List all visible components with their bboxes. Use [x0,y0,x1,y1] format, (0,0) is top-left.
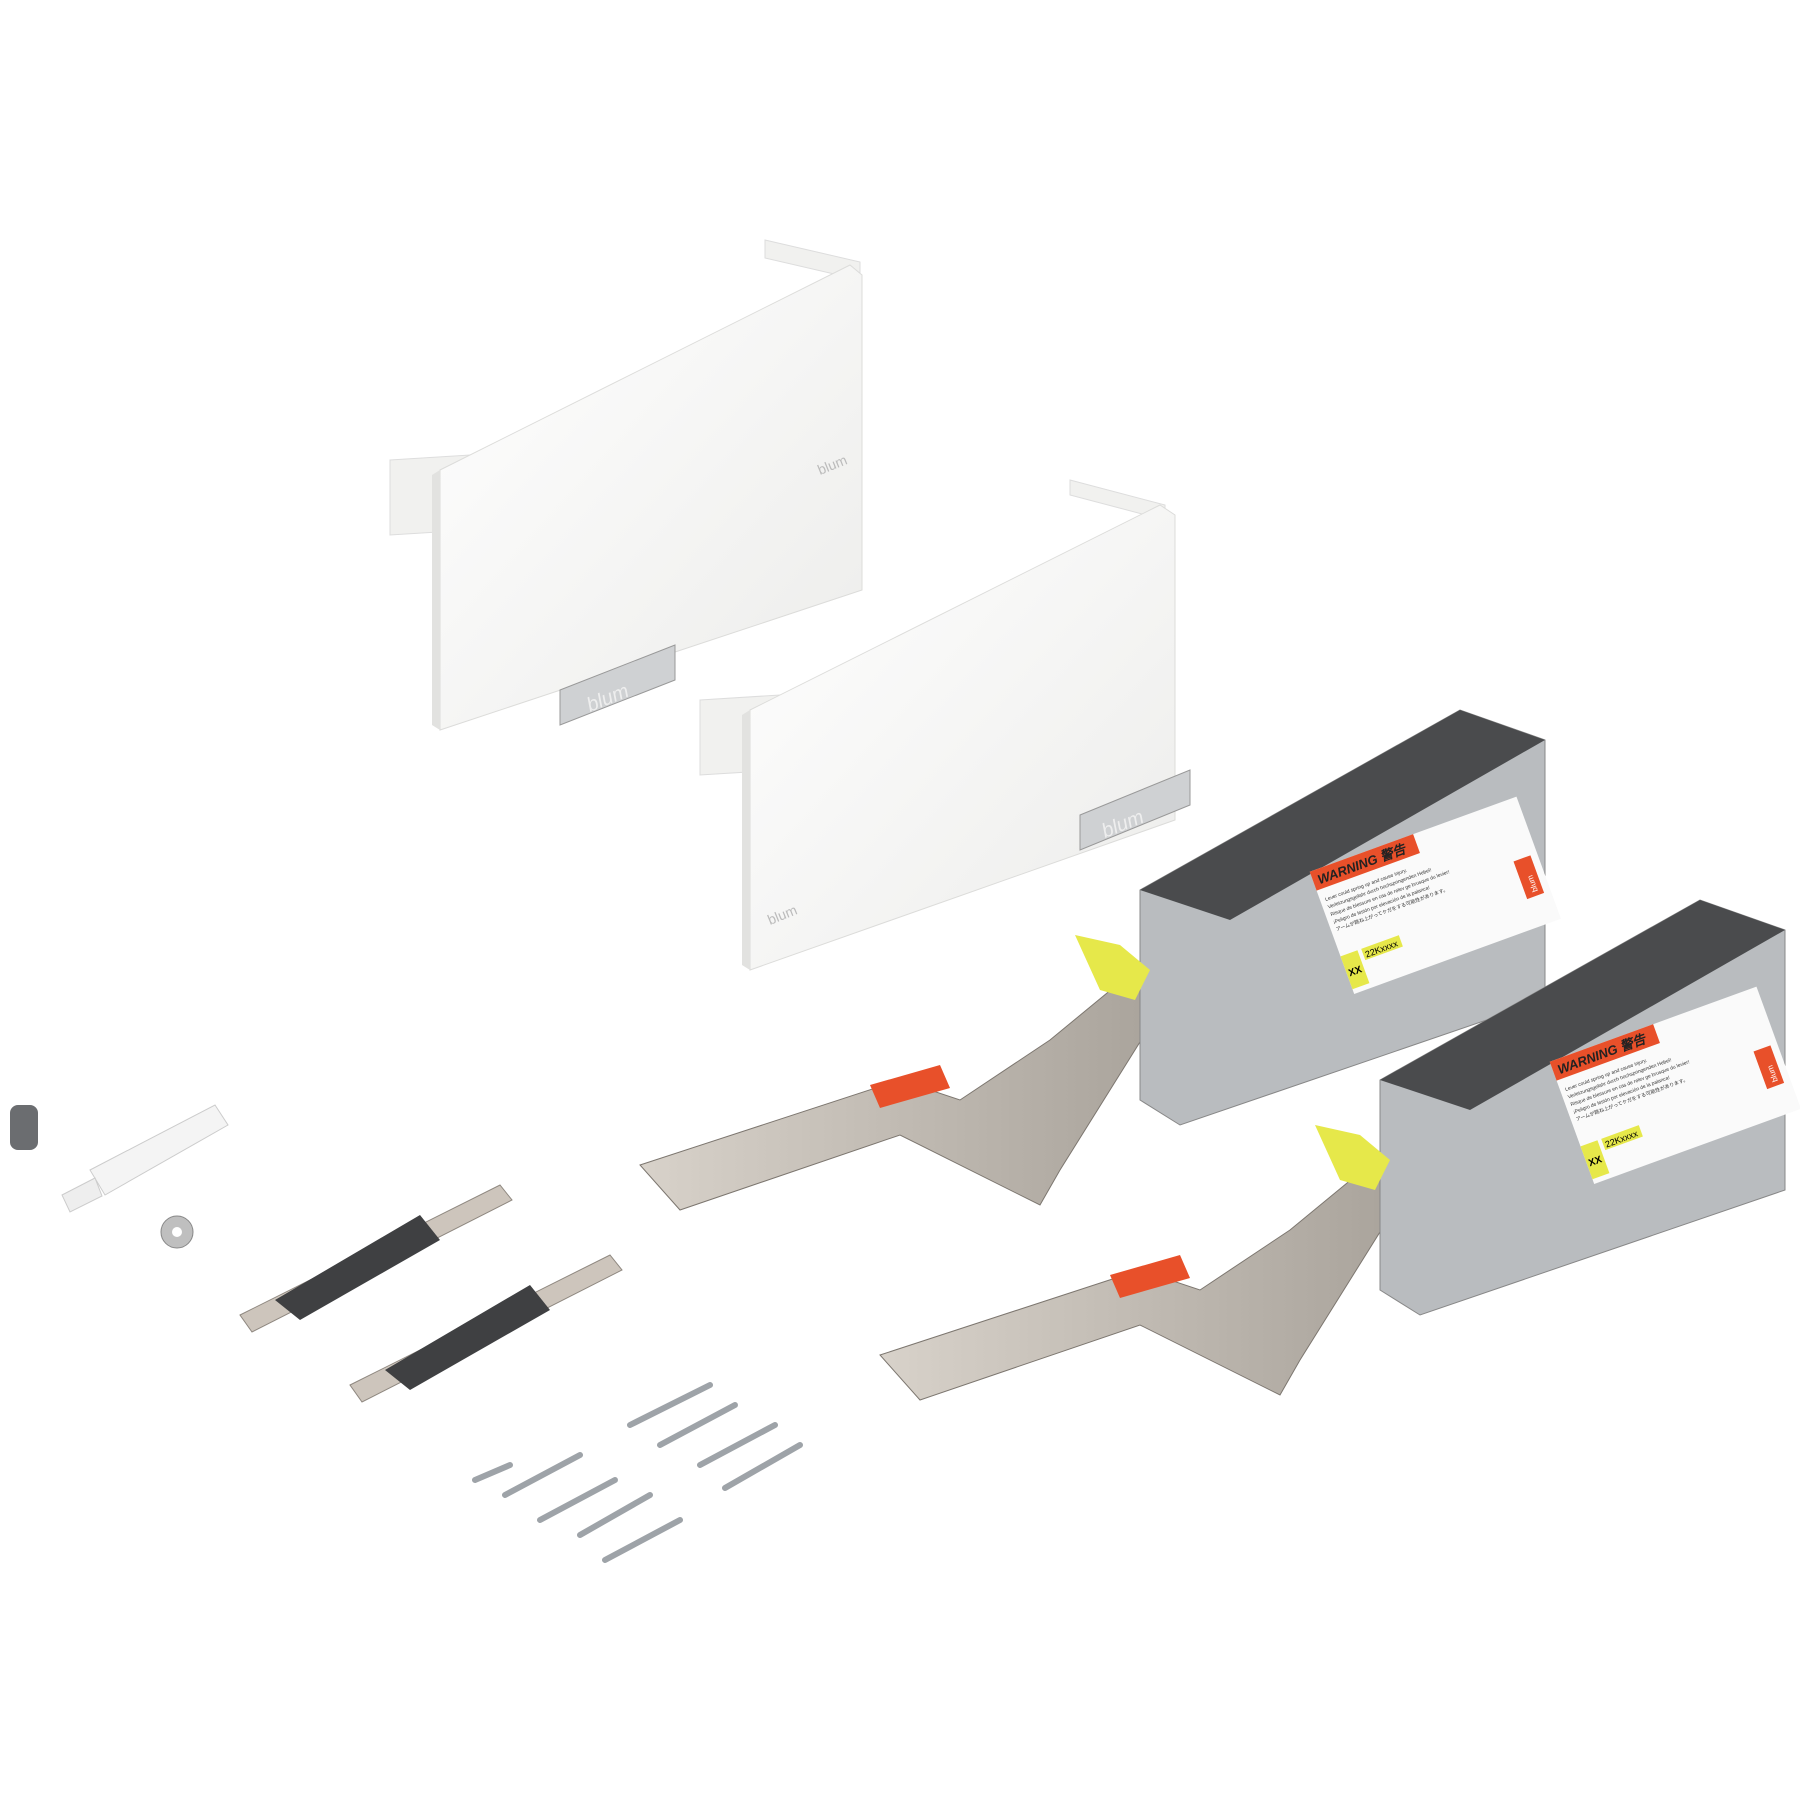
svg-text:XX: XX [1587,1154,1604,1169]
cover-cap-left: blum [389,239,863,731]
lift-mechanism-1: WARNING 警告 Lever could spring up and cau… [639,709,1561,1211]
warning-label: WARNING 警告 Lever could spring up and cau… [1309,796,1561,994]
push-to-open-buffer [61,1104,229,1213]
cap-part [10,1105,38,1150]
cover-cap-right: blum [699,479,1176,971]
screws [472,1382,803,1563]
lift-mechanism-2: WARNING 警告 Lever could spring up and cau… [879,899,1800,1401]
mounting-plate-1 [239,1184,513,1333]
mounting-plate-2 [349,1254,623,1403]
svg-text:XX: XX [1347,964,1364,979]
